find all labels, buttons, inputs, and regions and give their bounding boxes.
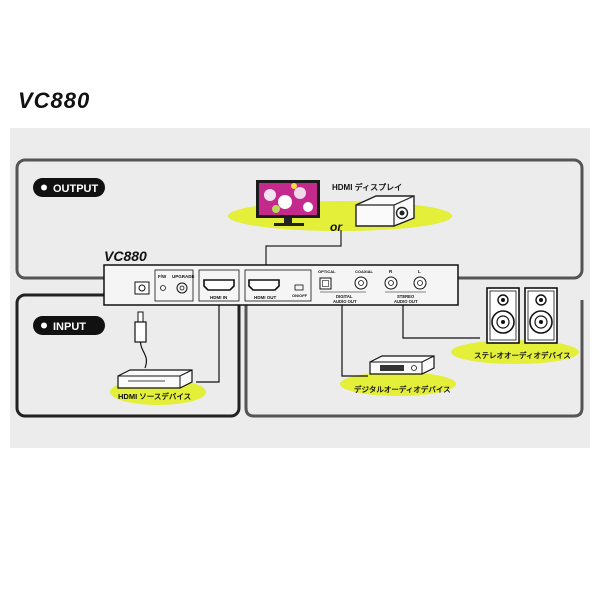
- right-speaker-icon: [524, 287, 558, 344]
- hdmi-in-port: [203, 279, 235, 291]
- hdmi-out-cable: [265, 230, 342, 272]
- coaxial-label: COAXIAL: [355, 269, 374, 274]
- hdmi-in-cable: [196, 305, 220, 383]
- stereo-audio-cable: [402, 305, 480, 339]
- digital-audio-device-icon: [369, 355, 435, 375]
- coaxial-port: [354, 276, 368, 290]
- dvd-player-icon: [117, 369, 193, 389]
- left-speaker-icon: [486, 287, 520, 344]
- dc-jack: [134, 281, 150, 295]
- onoff-label: ON/OFF: [292, 293, 308, 298]
- stereo-audio-label-1: STEREO: [397, 294, 415, 299]
- hdmi-out-port: [248, 279, 280, 291]
- optical-port: [319, 277, 332, 290]
- input-label: INPUT: [53, 321, 86, 333]
- fw-label: F/W: [158, 274, 167, 279]
- hdmi-display-label: HDMI ディスプレイ: [332, 182, 402, 192]
- or-label: or: [330, 220, 343, 234]
- vc880-device: [103, 264, 459, 306]
- r-port: [384, 276, 398, 290]
- hdmi-out-label: HDMI OUT: [254, 295, 276, 300]
- fw-button: [160, 285, 166, 291]
- digital-audio-device-label: デジタルオーディオデバイス: [354, 384, 451, 394]
- l-port: [413, 276, 427, 290]
- tv-icon: [256, 180, 320, 226]
- projector-icon: [355, 195, 415, 227]
- input-badge: [33, 316, 105, 335]
- upgrade-port: [176, 282, 188, 294]
- upgrade-label: UPGRADE: [172, 274, 195, 279]
- output-label: OUTPUT: [53, 183, 99, 195]
- power-plug-icon: [134, 311, 148, 369]
- output-lower-frame: [244, 300, 584, 418]
- device-label: VC880: [104, 248, 147, 264]
- output-badge: [33, 178, 105, 197]
- page-title: VC880: [18, 88, 91, 113]
- hdmi-source-label: HDMI ソースデバイス: [118, 391, 191, 401]
- digital-audio-label-1: DIGITAL: [336, 294, 353, 299]
- optical-label: OPTICAL: [318, 269, 336, 274]
- stereo-audio-device-label: ステレオオーディオデバイス: [474, 350, 571, 360]
- stereo-highlight: [451, 340, 579, 364]
- digital-audio-highlight: [340, 372, 456, 396]
- hdmi-in-label: HDMI IN: [210, 295, 227, 300]
- stereo-audio-label-2: AUDIO OUT: [394, 299, 418, 304]
- l-label: L: [418, 269, 421, 274]
- digital-audio-cable: [341, 305, 368, 377]
- r-label: R: [389, 269, 393, 274]
- digital-audio-label-2: AUDIO OUT: [333, 299, 357, 304]
- onoff-switch: [294, 284, 304, 291]
